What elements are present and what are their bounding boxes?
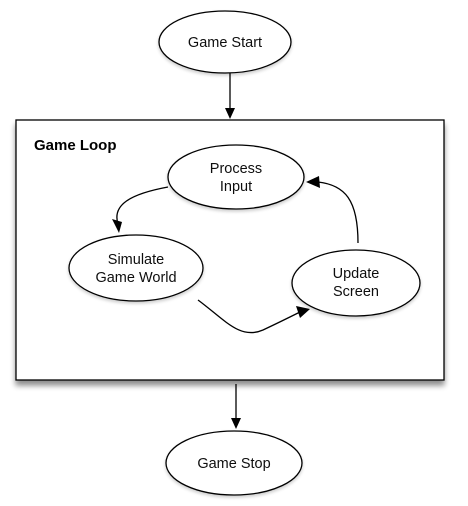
edge-loop-to-stop [231,384,241,429]
node-game-start-label: Game Start [188,35,262,51]
node-simulate-line-1: Simulate [108,252,164,268]
node-game-start: Game Start [158,10,292,74]
node-simulate-game-world: Simulate Game World [68,234,204,302]
node-update-screen-line-2: Screen [333,284,379,300]
node-process-input: Process Input [167,144,305,210]
edge-start-to-loop [225,72,235,119]
game-loop-title: Game Loop [34,137,117,154]
node-process-input-line-2: Input [220,179,252,195]
node-game-stop-label: Game Stop [197,456,270,472]
edge-process-to-simulate [112,186,169,233]
node-game-stop: Game Stop [165,430,303,496]
node-simulate-line-2: Game World [95,270,176,286]
node-update-screen-line-1: Update [333,266,380,282]
node-update-screen: Update Screen [291,249,421,317]
edge-simulate-to-update [197,299,310,334]
edge-update-to-process [306,176,359,244]
node-process-input-line-1: Process [210,161,262,177]
